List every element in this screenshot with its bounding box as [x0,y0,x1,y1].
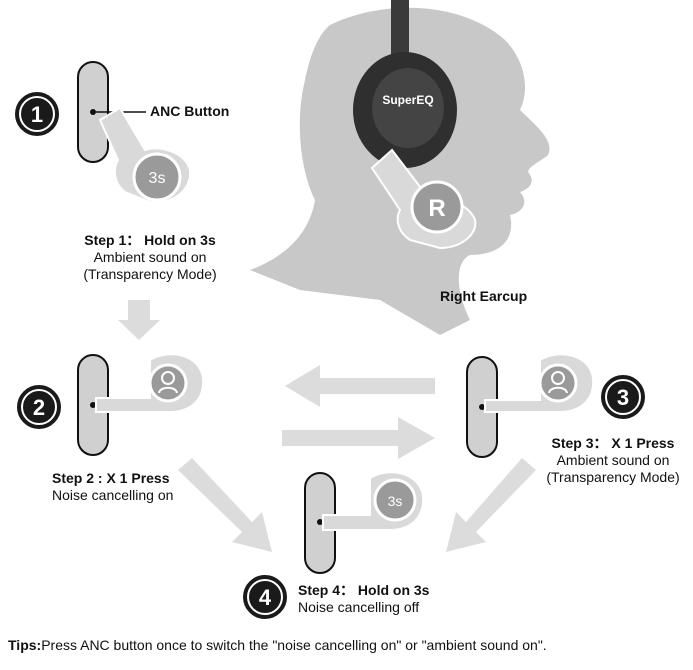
step1-anc-dot [90,109,96,115]
arrow-right-2-to-3 [282,417,435,459]
step2-user-icon-body [158,386,178,394]
earcup-side-letter: R [428,195,445,222]
earcup-brand: SuperEQ [382,93,433,107]
step1-title: Step 1： Hold on 3s [84,232,216,248]
step3-caption: Step 3： X 1 Press Ambient sound on (Tran… [538,435,688,486]
step4-press-label: 3s [388,493,403,509]
step3-line2: (Transparency Mode) [546,469,680,485]
tips-note: Tips:Press ANC button once to switch the… [8,637,547,653]
step1-number: 1 [31,102,43,127]
step4-press-badge [373,478,417,522]
step3-title: Step 3： X 1 Press [551,435,675,451]
step1-press-badge [132,152,182,202]
step2-line1: Noise cancelling on [52,487,174,503]
step1-caption: Step 1： Hold on 3s Ambient sound on (Tra… [30,232,270,283]
arrow-diag-3-to-4 [446,458,536,552]
step3-number-circle: 3 [599,373,647,421]
step4-caption: Step 4： Hold on 3s Noise cancelling off [298,582,429,616]
step1-line1: Ambient sound on [93,249,207,265]
step1-number-circle: 1 [13,90,61,138]
arrow-left-3-to-2 [285,365,435,407]
step1-press-label: 3s [149,170,166,187]
step2-caption: Step 2 : X 1 Press Noise cancelling on [52,470,173,504]
step3-user-icon [551,371,565,385]
step2-number: 2 [33,395,45,420]
step3-number: 3 [617,385,629,410]
arrow-diag-2-to-4 [178,458,272,552]
anc-button-label: ANC Button [150,103,230,119]
tips-label: Tips: [8,637,42,653]
earcup-inner [372,68,444,148]
step3-user-icon-body [548,386,568,394]
tips-text: Press ANC button once to switch the "noi… [41,637,547,653]
step3-anc-dot [479,404,485,410]
step2-user-icon [161,371,175,385]
step4-number-circle: 4 [241,573,289,621]
step2-anc-dot [90,402,96,408]
step1-line2: (Transparency Mode) [83,266,217,282]
step2-title: Step 2 : X 1 Press [52,470,170,486]
step2-number-circle: 2 [15,383,63,431]
earcup-side-badge [410,180,464,234]
step4-title: Step 4： Hold on 3s [298,582,430,598]
step3-line1: Ambient sound on [556,452,670,468]
arrow-down-1-to-2 [118,300,160,340]
step4-anc-dot [317,519,323,525]
right-earcup-label: Right Earcup [440,288,528,304]
step4-line1: Noise cancelling off [298,599,420,615]
step4-number: 4 [259,585,272,610]
